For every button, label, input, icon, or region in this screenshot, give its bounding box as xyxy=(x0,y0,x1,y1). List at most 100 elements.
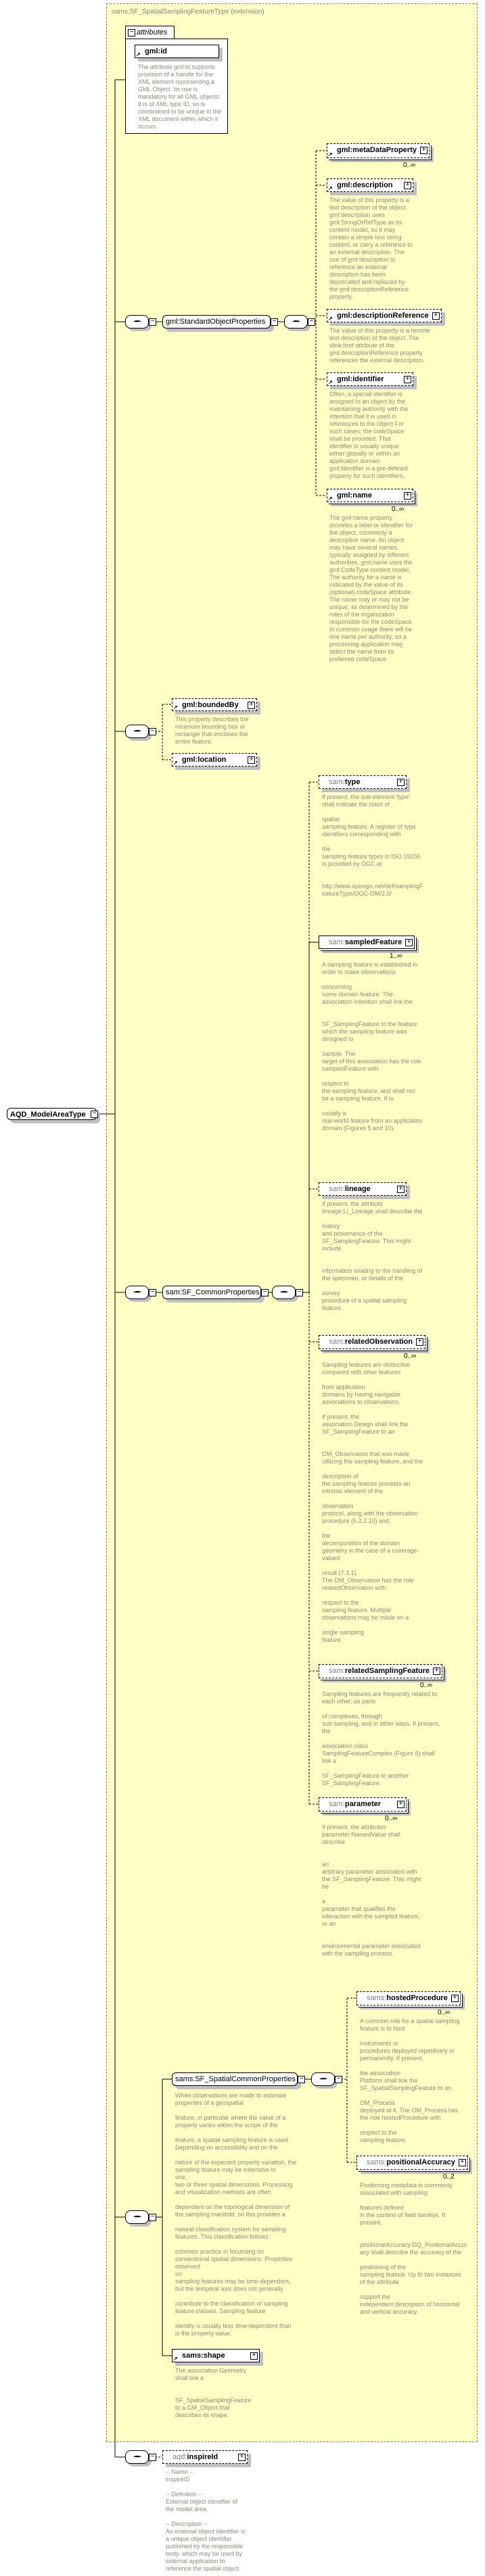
reference-arrow-icon: ↗ xyxy=(328,495,333,502)
expand-icon[interactable]: + xyxy=(451,1995,459,2002)
element-description: A sampling feature is established in ord… xyxy=(322,961,423,1132)
root-complex-type[interactable]: AQD_ModelAreaType xyxy=(7,1108,97,1120)
root-name: AQD_ModelAreaType xyxy=(10,1111,86,1119)
attribute-name: gml:id xyxy=(145,47,167,55)
element-description: This property describes the minimum boun… xyxy=(175,716,249,745)
element-name: gml:boundedBy xyxy=(182,701,239,709)
sequence-compositor[interactable]: -▪▪▪- xyxy=(125,2450,149,2464)
element-description: Sampling features are distinctive compar… xyxy=(322,1361,423,1643)
element-box[interactable]: sam:parameter+ xyxy=(319,1797,407,1812)
element-description: The gml:name property provides a label o… xyxy=(329,514,414,662)
element-description: The association Geometry shall link a SF… xyxy=(175,2367,252,2419)
collapse-icon[interactable]: − xyxy=(149,1289,156,1296)
sequence-compositor[interactable]: -▪▪▪- xyxy=(125,315,149,329)
element-box[interactable]: sams:hostedProcedure+ xyxy=(356,1991,461,2006)
element-description: If present, the sub-element 'type' shall… xyxy=(322,794,423,897)
element-description: A common role for a spatial sampling fea… xyxy=(360,2018,460,2143)
element-prefix: sam: xyxy=(329,1185,345,1193)
element-name: gml:location xyxy=(182,756,227,764)
collapse-icon[interactable]: − xyxy=(308,318,315,326)
expand-icon[interactable]: + xyxy=(433,1668,441,1675)
element-box[interactable]: sam:relatedSamplingFeature+ xyxy=(319,1664,443,1678)
element-box[interactable]: sam:sampledFeature+ xyxy=(319,935,415,949)
element-box[interactable]: sam:relatedObservation+ xyxy=(319,1335,426,1349)
sequence-compositor[interactable]: -▪▪▪- xyxy=(272,1286,296,1299)
sequence-compositor[interactable]: -▪▪▪- xyxy=(311,2072,335,2086)
element-description: Sampling features are frequently related… xyxy=(322,1691,440,1787)
expand-icon[interactable]: + xyxy=(404,492,411,500)
collapse-icon[interactable]: − xyxy=(128,29,135,37)
reference-arrow-icon: ↗ xyxy=(328,185,333,191)
element-name: hostedProcedure xyxy=(386,1994,448,2002)
expand-icon[interactable]: + xyxy=(250,2352,258,2360)
attribute-gml-id[interactable]: ↗ gml:id xyxy=(135,45,219,58)
cardinality: 1..∞ xyxy=(390,952,402,960)
expand-icon[interactable]: + xyxy=(405,939,413,946)
collapse-icon[interactable]: − xyxy=(91,1111,98,1118)
element-box[interactable]: ↗gml:descriptionReference+ xyxy=(327,309,442,322)
element-box[interactable]: ↗ gml:name + xyxy=(327,489,413,502)
reference-arrow-icon: ↗ xyxy=(173,760,178,766)
cardinality: 0..∞ xyxy=(403,162,416,169)
reference-arrow-icon: ↗ xyxy=(136,51,141,57)
element-box[interactable]: sam:lineage+ xyxy=(319,1182,407,1196)
expand-icon[interactable]: + xyxy=(397,1801,405,1808)
collapse-icon[interactable]: − xyxy=(149,2214,156,2221)
collapse-icon[interactable]: − xyxy=(296,1289,303,1296)
collapse-icon[interactable]: − xyxy=(298,2076,305,2083)
expand-icon[interactable]: + xyxy=(248,702,255,709)
element-box[interactable]: ↗gml:identifier+ xyxy=(327,372,413,386)
group-sf-spatial-common-properties[interactable]: sams:SF_SpatialCommonProperties xyxy=(172,2072,298,2086)
group-standard-object-properties[interactable]: gml:StandardObjectProperties xyxy=(162,315,271,329)
element-box[interactable]: sams:positionalAccuracy+ xyxy=(356,2156,468,2170)
reference-arrow-icon: ↗ xyxy=(173,2356,178,2362)
expand-icon[interactable]: + xyxy=(416,1338,424,1346)
cardinality: 0..∞ xyxy=(385,1815,398,1822)
expand-icon[interactable]: + xyxy=(404,376,411,383)
expand-icon[interactable]: + xyxy=(238,2454,246,2461)
element-box[interactable]: ↗ gml:location + xyxy=(172,753,257,767)
extension-title: sams:SF_SpatialSamplingFeatureType (exte… xyxy=(112,8,264,16)
element-box[interactable]: ↗ gml:metaDataProperty+ xyxy=(327,143,430,158)
collapse-icon[interactable]: − xyxy=(149,2454,156,2461)
sequence-compositor[interactable]: -▪▪▪- xyxy=(125,725,149,738)
element-box[interactable]: ↗gml:description+ xyxy=(327,178,413,192)
expand-icon[interactable]: + xyxy=(248,756,255,764)
collapse-icon[interactable]: − xyxy=(149,728,156,735)
sequence-compositor[interactable]: -▪▪▪- xyxy=(125,2210,149,2224)
attributes-tab[interactable]: − attributes xyxy=(125,26,175,39)
expand-icon[interactable]: + xyxy=(432,312,440,320)
cardinality: 0..∞ xyxy=(420,1682,433,1689)
element-prefix: sam: xyxy=(329,938,345,946)
element-box[interactable]: aqd:inspireId+ xyxy=(162,2450,248,2464)
element-name: gml:name xyxy=(337,491,372,500)
element-box[interactable]: ↗ gml:boundedBy + xyxy=(172,698,257,711)
collapse-icon[interactable]: − xyxy=(335,2076,342,2083)
group-sf-common-properties[interactable]: sam:SF_CommonProperties xyxy=(162,1286,261,1299)
expand-icon[interactable]: + xyxy=(419,147,428,154)
attribute-description: The attribute gml:id supports provision … xyxy=(138,64,222,130)
element-prefix: aqd: xyxy=(172,2453,187,2461)
expand-icon[interactable]: + xyxy=(397,779,405,786)
expand-icon[interactable]: + xyxy=(397,1186,405,1193)
reference-arrow-icon: ↗ xyxy=(173,704,178,710)
element-name: sampledFeature xyxy=(344,938,402,946)
expand-icon[interactable]: + xyxy=(404,182,411,189)
collapse-icon[interactable]: − xyxy=(261,1289,269,1296)
reference-arrow-icon: ↗ xyxy=(328,151,333,157)
reference-arrow-icon: ↗ xyxy=(328,379,333,385)
attributes-label: attributes xyxy=(137,28,168,37)
collapse-icon[interactable]: − xyxy=(149,318,156,326)
reference-arrow-icon: ↗ xyxy=(328,316,333,322)
collapse-icon[interactable]: − xyxy=(271,318,278,326)
sequence-compositor[interactable]: -▪▪▪- xyxy=(284,315,308,329)
element-name: gml:metaDataProperty xyxy=(337,146,417,154)
element-description: If present, the attribute lineage:LI_Lin… xyxy=(322,1200,423,1311)
element-description: Often, a special identifier is assigned … xyxy=(329,391,409,479)
element-box[interactable]: sam:type+ xyxy=(319,775,407,789)
expand-icon[interactable]: + xyxy=(458,2159,466,2166)
element-box[interactable]: ↗sams:shape+ xyxy=(172,2349,260,2362)
sequence-compositor[interactable]: -▪▪▪- xyxy=(125,1286,149,1299)
